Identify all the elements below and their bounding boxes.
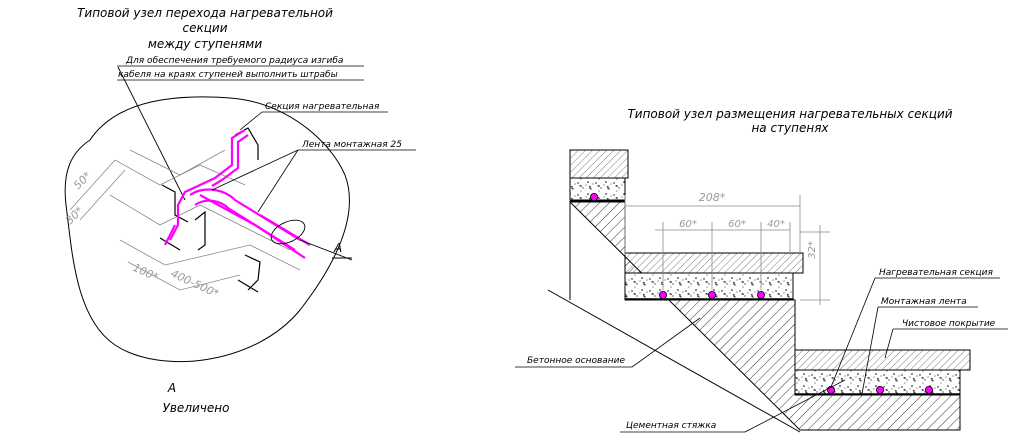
label-tape-leader1 [211, 149, 299, 191]
left-title-line2: секции [183, 21, 228, 35]
label-heating-leader [830, 277, 876, 388]
dim-100: 100* [131, 261, 161, 284]
stair-underside [547, 289, 801, 433]
left-title-line1: Типовой узел перехода нагревательной [77, 6, 333, 20]
view-a-label: А [333, 241, 342, 255]
label-mounting-tape: Монтажная лента [881, 297, 967, 307]
mid-cable-3 [757, 290, 766, 299]
label-concrete-base: Бетонное основание [527, 356, 626, 366]
dimension-lines [624, 195, 830, 305]
label-section-leader [239, 111, 263, 131]
bottom-caption: Увеличено [163, 401, 230, 415]
enlarged-view-outline [64, 96, 350, 362]
dim-60b: 60* [728, 219, 746, 230]
top-cable [590, 192, 599, 201]
dim-32: 32* [807, 241, 818, 259]
label-finish: Чистовое покрытие [902, 319, 996, 329]
right-title-line2: на ступенях [751, 121, 829, 135]
dim-400-500: 400-500* [169, 267, 222, 301]
dim-208: 208* [699, 191, 726, 204]
top-finish [569, 149, 629, 179]
left-detail: Типовой узел перехода нагревательной сек… [63, 6, 416, 415]
top-screed [569, 177, 626, 201]
dim-60a: 60* [679, 219, 697, 230]
right-detail: Типовой узел размещения нагревательных с… [515, 107, 1008, 433]
bottom-letter: А [167, 381, 176, 395]
dim-50: 50* [71, 169, 94, 192]
dim-40: 40* [767, 219, 785, 230]
concrete-base [568, 201, 961, 431]
mid-screed [624, 272, 794, 300]
step-profiles [69, 149, 301, 291]
label-tape-leader-r [861, 306, 879, 395]
low-cable-2 [876, 385, 885, 394]
note-line2: кабеля на краях ступеней выполнить штраб… [118, 70, 338, 80]
note-line1: Для обеспечения требуемого радиуса изгиб… [125, 56, 343, 66]
heating-cable [164, 129, 311, 259]
mid-cable-2 [708, 290, 717, 299]
label-heating-section: Нагревательная секция [879, 268, 993, 278]
right-title-line1: Типовой узел размещения нагревательных с… [627, 107, 952, 121]
left-title-line3: между ступенями [148, 37, 262, 51]
mid-finish [624, 252, 804, 274]
label-concrete-leader [631, 317, 701, 368]
low-finish [794, 349, 971, 371]
label-cement-screed: Цементная стяжка [626, 421, 716, 431]
view-a-leader [299, 239, 353, 261]
view-a-marker [270, 219, 306, 245]
label-finish-leader [884, 328, 894, 359]
mid-cable-1 [659, 290, 668, 299]
label-tape: Лента монтажная 25 [301, 140, 402, 150]
label-tape-leader2 [257, 149, 299, 213]
low-cable-3 [925, 385, 934, 394]
label-section: Секция нагревательная [265, 102, 380, 112]
label-screed-leader [744, 379, 846, 433]
